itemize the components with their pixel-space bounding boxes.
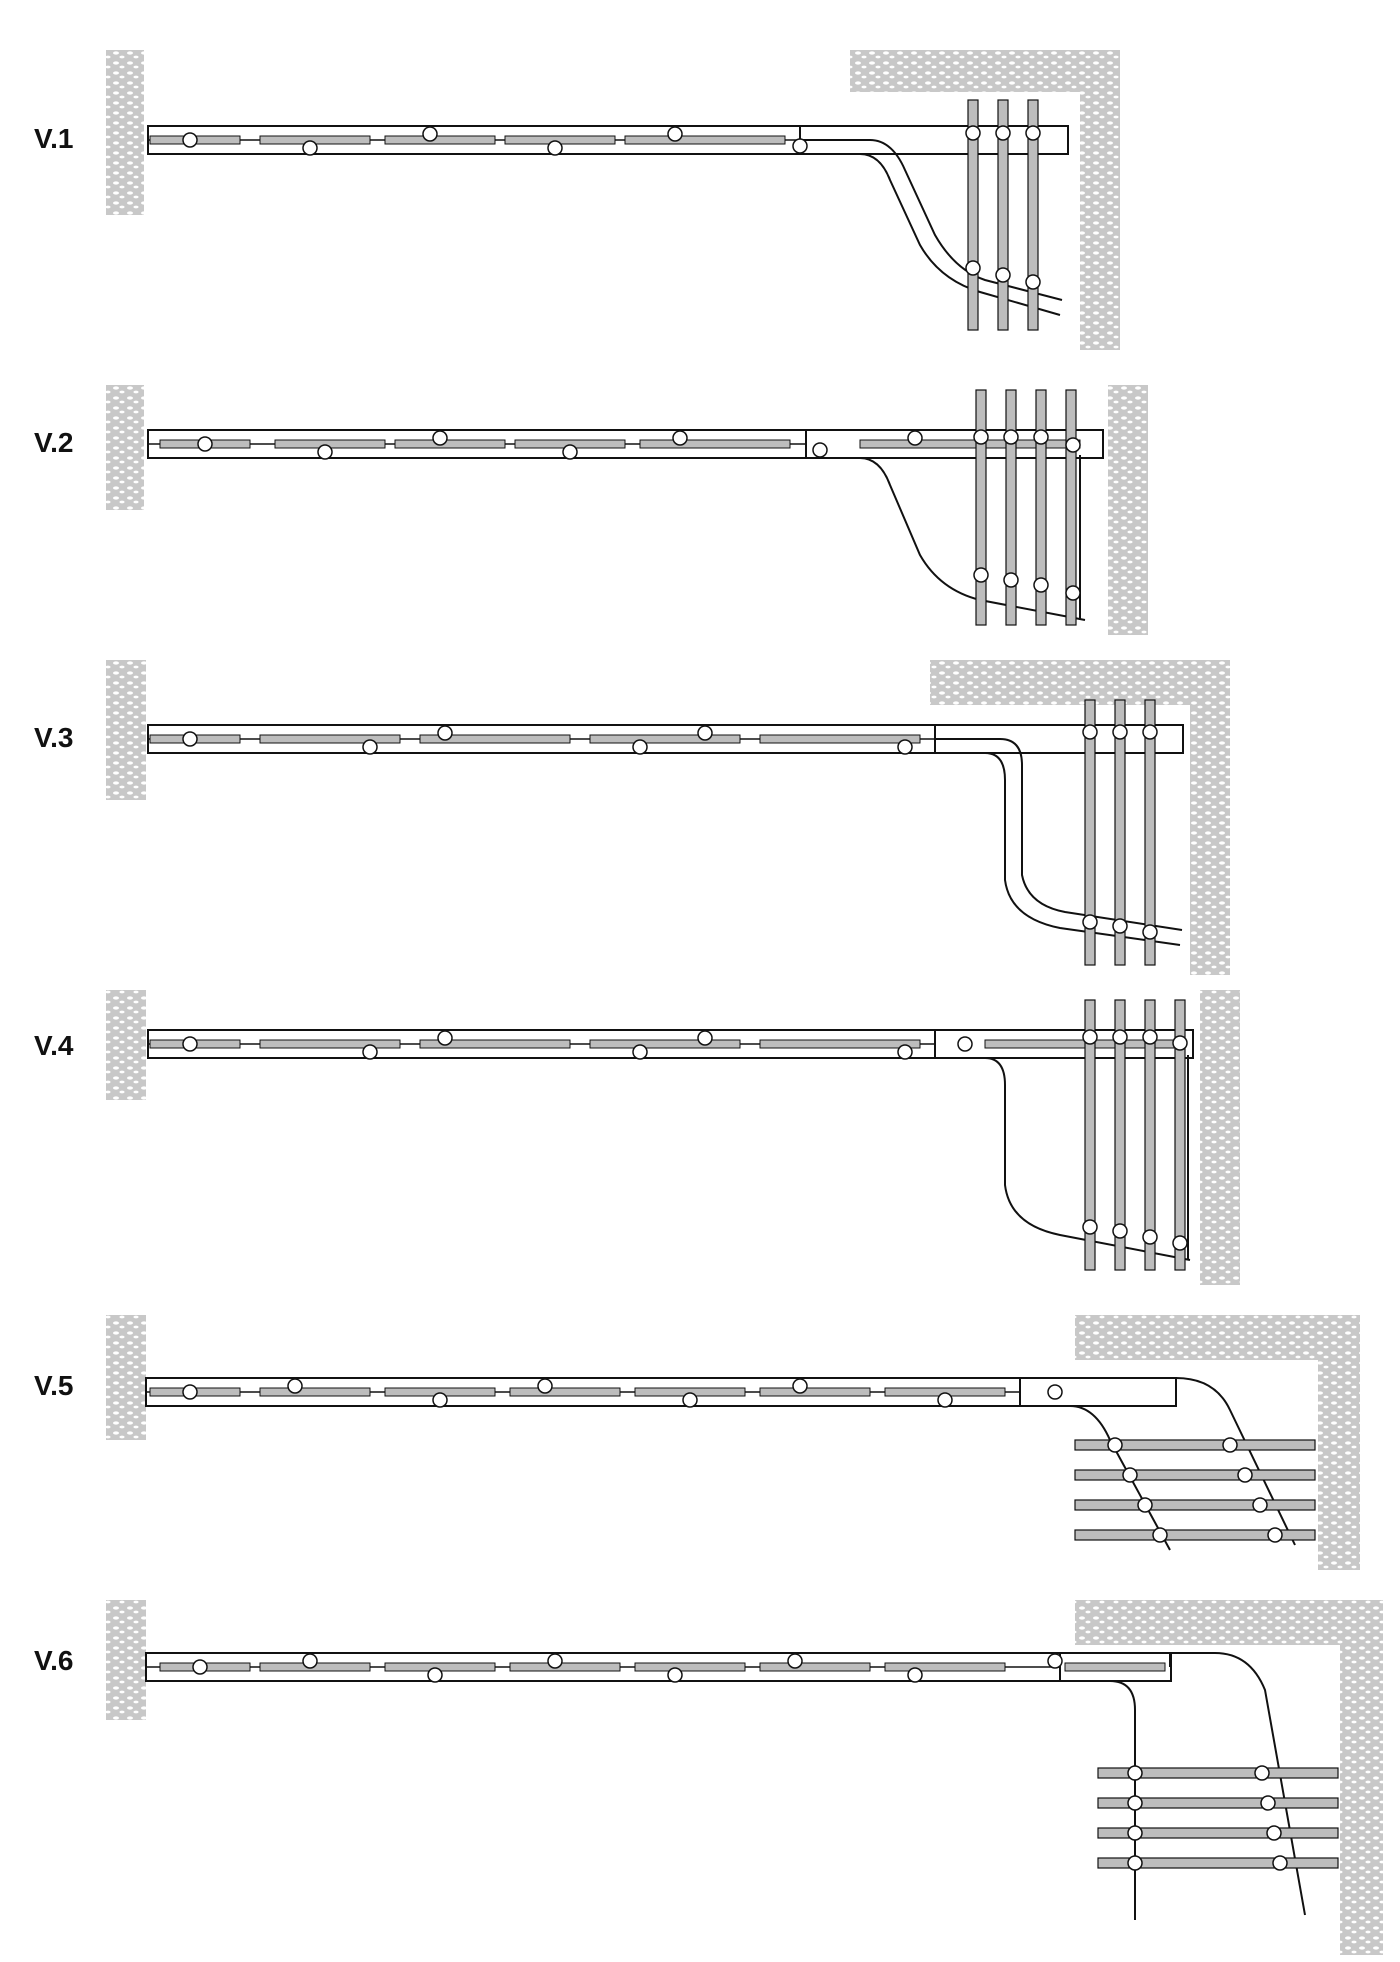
- curved-branch: [800, 153, 1061, 316]
- variant-label: V.5: [34, 1370, 74, 1401]
- variant-label: V.6: [34, 1645, 74, 1676]
- variant-v3: V.3: [0, 650, 1400, 980]
- conveyor-diagram: [106, 990, 1240, 1285]
- conveyor-diagram: [106, 660, 1230, 975]
- rock-ceiling: [1075, 1600, 1383, 1645]
- variant-label: V.4: [34, 1030, 74, 1061]
- conveyor-diagram: [106, 1315, 1360, 1570]
- rock-ceiling: [850, 50, 1120, 92]
- rock-ceiling: [930, 660, 1230, 705]
- conveyor-diagram: [106, 385, 1148, 635]
- variant-v6: V.6: [0, 1595, 1400, 1960]
- rock-wall-right: [1200, 990, 1240, 1285]
- variant-label: V.3: [34, 722, 74, 753]
- rock-wall-left: [106, 990, 146, 1100]
- rock-wall-right: [1340, 1600, 1383, 1955]
- rock-wall-left: [106, 50, 144, 215]
- curved-branch: [806, 457, 1086, 621]
- curved-branch: [935, 752, 1181, 946]
- variant-v2: V.2: [0, 375, 1400, 645]
- curved-branch: [1060, 1680, 1136, 1920]
- rock-wall-left: [106, 1600, 146, 1720]
- rock-wall-left: [106, 385, 144, 510]
- variant-label: V.2: [34, 427, 74, 458]
- rock-ceiling: [1075, 1315, 1360, 1360]
- conveyor-diagram: [106, 1600, 1383, 1955]
- curved-branch: [935, 1057, 1191, 1261]
- rock-wall-right: [1080, 50, 1120, 350]
- variant-label: V.1: [34, 123, 74, 154]
- rock-wall-right: [1108, 385, 1148, 635]
- variant-v5: V.5: [0, 1310, 1400, 1575]
- rock-wall-right: [1190, 660, 1230, 975]
- variant-v4: V.4: [0, 985, 1400, 1290]
- rock-wall-right: [1318, 1315, 1360, 1570]
- variant-v1: V.1: [0, 30, 1400, 370]
- rock-wall-left: [106, 1315, 146, 1440]
- conveyor-diagram: [106, 50, 1120, 350]
- rock-wall-left: [106, 660, 146, 800]
